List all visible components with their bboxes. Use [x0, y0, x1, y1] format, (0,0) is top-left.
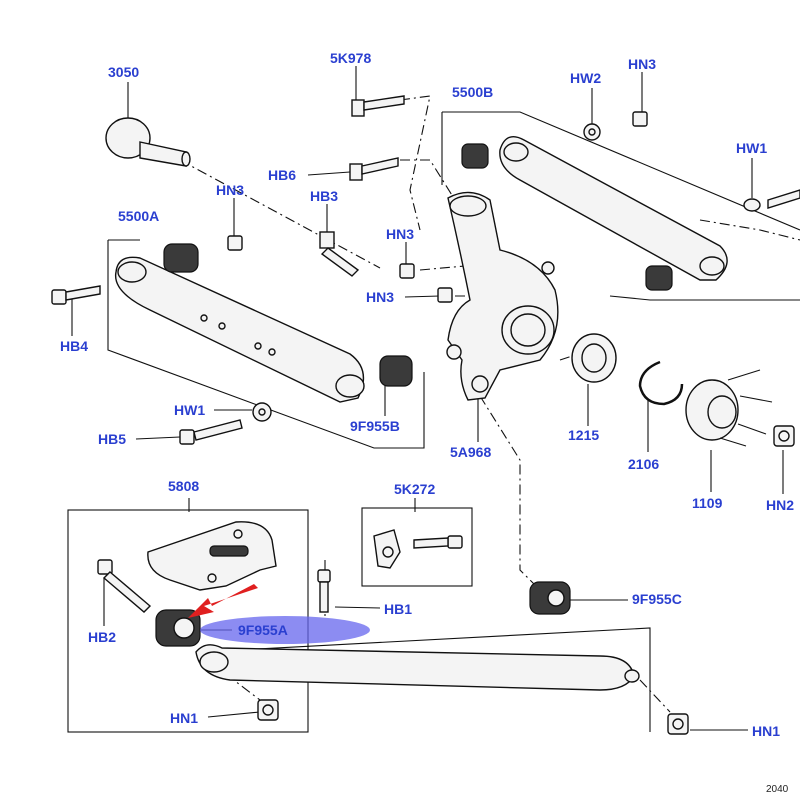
label-2106: 2106 — [628, 456, 660, 472]
highlight-ellipse — [200, 616, 370, 644]
label-5k978: 5K978 — [330, 50, 372, 66]
bush-9f955c — [529, 581, 571, 615]
label-hb6: HB6 — [268, 167, 297, 183]
nut-hw2-hn3 — [583, 111, 648, 141]
knuckle — [446, 191, 559, 401]
nut-hn1-right — [667, 713, 689, 735]
trailing-arm — [195, 644, 640, 691]
nut-hn3-b — [399, 263, 415, 279]
nut-hn1-left — [257, 699, 279, 721]
bearing-1215 — [571, 333, 617, 383]
bush-9f955a — [155, 609, 201, 647]
lower-arm-5500a — [114, 243, 413, 403]
label-1109: 1109 — [692, 495, 723, 511]
label-hn3-a: HN3 — [216, 182, 245, 198]
label-5500a: 5500A — [118, 208, 160, 224]
bolt-hb1 — [317, 569, 331, 613]
bracket-5808 — [147, 521, 277, 591]
bolt-hb6 — [349, 157, 399, 181]
nut-hn3-c — [437, 287, 453, 303]
label-hb1: HB1 — [384, 601, 413, 617]
bracket-5k272 — [373, 529, 463, 569]
label-hb2: HB2 — [88, 629, 117, 645]
label-hn3-b: HN3 — [386, 226, 415, 242]
label-hn1-right: HN1 — [752, 723, 781, 739]
label-hw1-right: HW1 — [736, 140, 768, 156]
stub-shaft-3050 — [105, 117, 191, 167]
label-5a968: 5A968 — [450, 444, 492, 460]
label-1215: 1215 — [568, 427, 600, 443]
bolt-hb4 — [51, 285, 101, 305]
label-hn3-top: HN3 — [628, 56, 657, 72]
label-hb4: HB4 — [60, 338, 89, 354]
nut-hn3-a — [227, 235, 243, 251]
leader-lines — [71, 66, 784, 731]
label-hn1-left: HN1 — [170, 710, 199, 726]
label-hn2: HN2 — [766, 497, 795, 513]
washer-hw1-right — [743, 189, 800, 212]
label-9f955c: 9F955C — [632, 591, 682, 607]
label-5808: 5808 — [168, 478, 200, 494]
circlip-2106 — [638, 360, 684, 406]
footer-code: 2040 — [766, 784, 789, 795]
bolt-5k978 — [351, 95, 405, 117]
washer-hw1 — [252, 402, 272, 422]
label-hn3-c: HN3 — [366, 289, 395, 305]
bolt-hb2 — [97, 559, 152, 613]
label-9f955a: 9F955A — [238, 622, 288, 638]
label-hw2: HW2 — [570, 70, 602, 86]
label-9f955b: 9F955B — [350, 418, 400, 434]
bolt-hb5 — [179, 419, 243, 445]
nut-hn2 — [773, 425, 795, 447]
red-arrow-icon — [188, 584, 258, 618]
label-hb3: HB3 — [310, 188, 339, 204]
label-5500b: 5500B — [452, 84, 494, 100]
label-hb5: HB5 — [98, 431, 127, 447]
hub-1109 — [685, 369, 773, 447]
bolt-hb3 — [319, 231, 360, 277]
label-3050: 3050 — [108, 64, 140, 80]
label-5k272: 5K272 — [394, 481, 436, 497]
label-hw1: HW1 — [174, 402, 206, 418]
upper-arm-5500b — [461, 136, 728, 291]
